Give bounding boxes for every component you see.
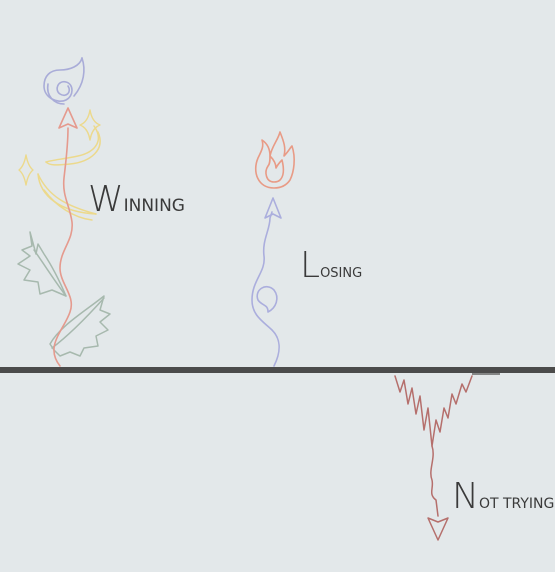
label-not-trying: NOT TRYING: [452, 476, 554, 517]
sparkle-icon: [18, 154, 34, 186]
winning-stem: [53, 127, 73, 367]
wind-swirl-icon: [43, 57, 85, 105]
leaf-icon: [49, 295, 111, 357]
label-winning: WINNING: [88, 179, 185, 220]
sparkle-icon: [79, 109, 101, 141]
losing-stem: [251, 211, 280, 367]
losing-loop: [256, 285, 278, 313]
arrowhead-icon: [58, 107, 78, 129]
winning-figure: [17, 57, 111, 367]
label-losing: LOSING: [300, 245, 362, 286]
arrowhead-icon: [264, 197, 282, 219]
not-trying-figure: [394, 375, 473, 541]
leaf-icon: [17, 231, 67, 297]
flame-icon: [254, 131, 295, 189]
golden-wisps: [37, 125, 101, 221]
ground-line: [0, 367, 555, 373]
not-trying-tail: [430, 445, 439, 517]
arrowhead-icon: [427, 517, 449, 541]
losing-figure: [251, 131, 295, 367]
not-trying-line: [394, 375, 473, 447]
